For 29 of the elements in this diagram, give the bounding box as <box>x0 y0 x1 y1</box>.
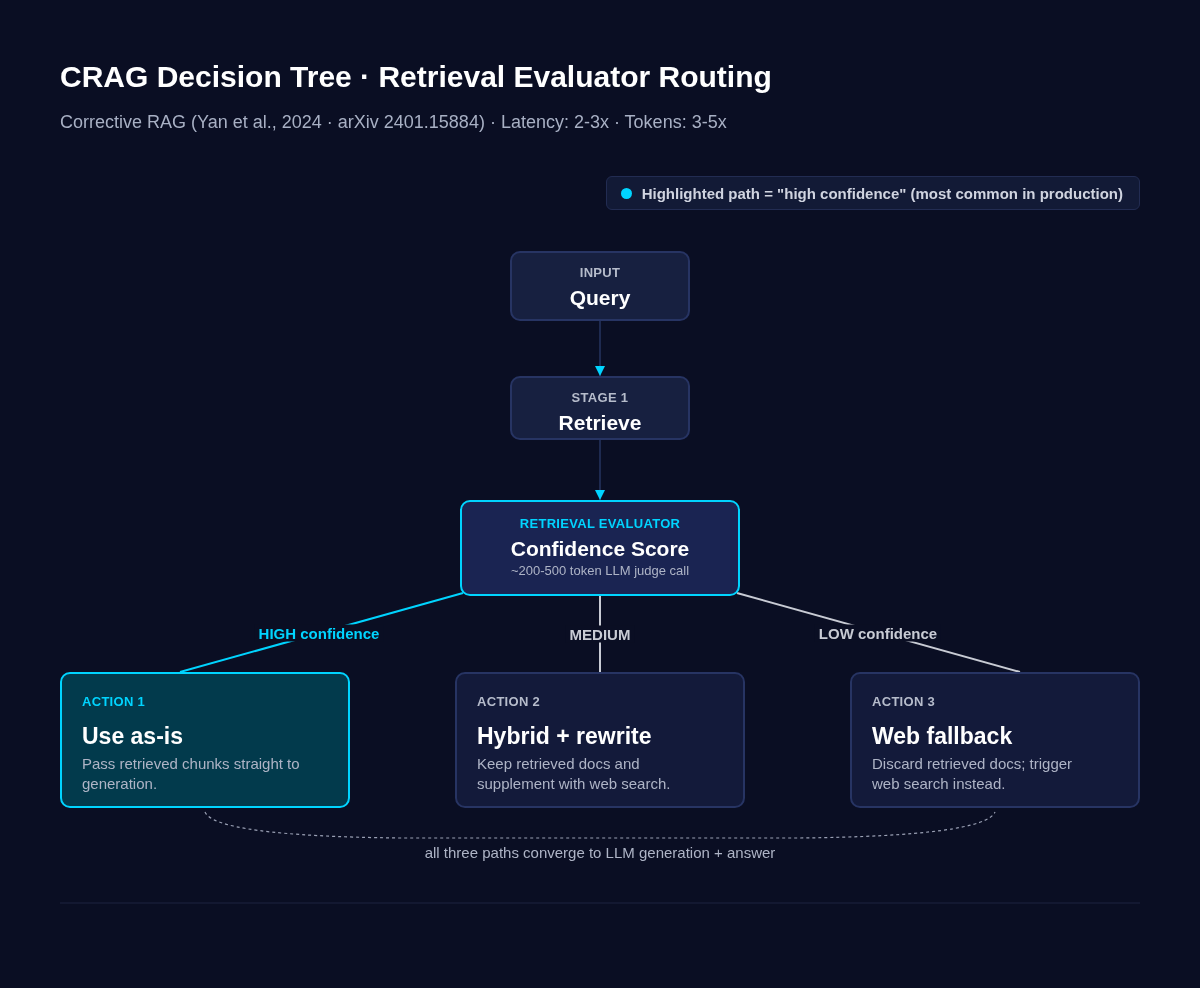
subtitle: Corrective RAG (Yan et al., 2024 · arXiv 2401.15884) · Latency: 2-3x · Tokens: 3-5x <box>60 112 727 133</box>
stage-label: ACTION 1 <box>82 694 147 709</box>
stage-label: INPUT <box>578 265 622 280</box>
arrow <box>595 439 605 501</box>
node-title: Confidence Score <box>509 537 691 561</box>
action-card <box>850 672 1140 808</box>
stage-label: STAGE 1 <box>570 390 630 405</box>
process-box <box>510 376 690 440</box>
evaluator-box <box>460 500 740 596</box>
action-card <box>455 672 745 808</box>
node-title: Web fallback <box>872 723 1014 750</box>
node-title: Use as-is <box>82 723 184 750</box>
node-title: Hybrid + rewrite <box>477 723 653 750</box>
node-title: Query <box>568 286 632 310</box>
node-description: Pass retrieved chunks straight to generation. <box>82 754 301 793</box>
node-description: ~200-500 token LLM judge call <box>509 563 691 580</box>
title: CRAG Decision Tree · Retrieval Evaluator Routing <box>60 60 772 94</box>
process-box <box>510 251 690 321</box>
stage-label: RETRIEVAL EVALUATOR <box>518 516 682 531</box>
note-text: all three paths converge to LLM generation + answer <box>424 844 776 861</box>
node-title: Retrieve <box>557 411 643 435</box>
action-card <box>60 672 350 808</box>
stage-label: ACTION 3 <box>872 694 937 709</box>
node-description: Discard retrieved docs; trigger web search instead. <box>872 754 1074 793</box>
legend-text: Highlighted path = "high confidence" (most common in production) <box>641 184 1123 202</box>
converge-curve <box>204 811 996 839</box>
stage-label: ACTION 2 <box>477 694 542 709</box>
arrow <box>595 320 605 377</box>
node-description: Keep retrieved docs and supplement with web search. <box>477 754 672 793</box>
